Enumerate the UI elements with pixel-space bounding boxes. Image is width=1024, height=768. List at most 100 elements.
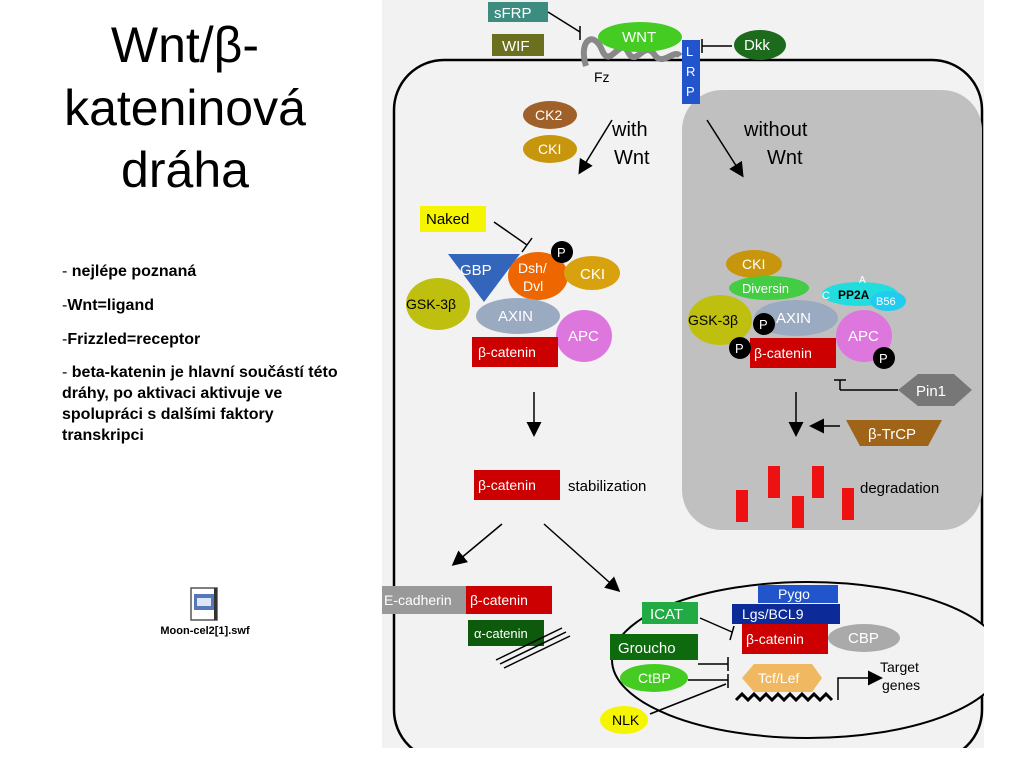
- axin-without-protein: [754, 300, 838, 336]
- beta-catenin-junction-box: [466, 586, 552, 614]
- target-genes-label-2: genes: [882, 677, 920, 693]
- degraded-fragment: [812, 466, 824, 498]
- wnt-pathway-diagram: sFRP WIF Fz WNT L R P Dkk CK2 CKI with W…: [382, 0, 1005, 762]
- apc-protein: [556, 310, 612, 362]
- ck2-label: CK2: [535, 107, 562, 123]
- dna-strand: [734, 691, 834, 703]
- cki-label: CKI: [538, 141, 561, 157]
- ctbp-label: CtBP: [638, 670, 671, 686]
- degraded-fragment: [842, 488, 854, 520]
- groucho-label: Groucho: [618, 640, 676, 657]
- pin1-label: Pin1: [916, 383, 946, 400]
- without-wnt-label-1: without: [743, 119, 808, 141]
- apc-label: APC: [568, 328, 599, 345]
- dkk-label: Dkk: [744, 37, 770, 54]
- file-name[interactable]: Moon-cel2[1].swf: [160, 625, 250, 637]
- alpha-catenin-box: [468, 620, 544, 646]
- beta-catenin-box: [472, 337, 558, 367]
- frizzled-receptor: [580, 36, 683, 67]
- pp2a-a-label: A: [859, 275, 866, 286]
- icat-box: [642, 602, 698, 624]
- ctbp-protein: [620, 664, 688, 692]
- tcf-lef-label: Tcf/Lef: [758, 670, 799, 686]
- icat-label: ICAT: [650, 606, 683, 623]
- swf-file-icon[interactable]: [190, 587, 222, 621]
- b56-label: B56: [876, 296, 896, 308]
- cki2-protein: [564, 256, 620, 290]
- pp2a-c-label: C: [822, 290, 830, 302]
- wnt-label: WNT: [622, 29, 656, 46]
- p-label: P: [557, 245, 566, 260]
- stabilization-label: stabilization: [568, 478, 646, 495]
- lrp-l: L: [686, 44, 693, 59]
- phospho-p-1: [753, 313, 775, 335]
- apc-without-label: APC: [848, 328, 879, 345]
- beta-catenin-stable-box: [474, 470, 560, 500]
- p-label-3: P: [879, 351, 888, 366]
- lgs-label: Lgs/BCL9: [742, 606, 804, 622]
- tcf-lef-protein: [742, 664, 822, 692]
- gsk-protein: [406, 278, 470, 330]
- dsh-label-2: Dvl: [523, 278, 543, 294]
- with-wnt-label-2: Wnt: [614, 147, 650, 169]
- degraded-fragment: [768, 466, 780, 498]
- e-cadherin-label: E-cadherin: [384, 592, 452, 608]
- lrp-r: R: [686, 64, 695, 79]
- alpha-catenin-label: α-catenin: [474, 626, 528, 641]
- fz-label: Fz: [594, 69, 610, 85]
- degraded-fragment: [792, 496, 804, 528]
- groucho-box: [610, 634, 698, 660]
- gsk-without-protein: [688, 295, 752, 345]
- cki-without-label: CKI: [742, 256, 765, 272]
- axin-without-label: AXIN: [776, 310, 811, 327]
- cki2-label: CKI: [580, 266, 605, 283]
- lrp-p: P: [686, 84, 695, 99]
- target-genes-label-1: Target: [880, 659, 919, 675]
- p-label-1: P: [759, 317, 768, 332]
- diversin-protein: [729, 276, 809, 300]
- beta-catenin-without-box: [750, 338, 836, 368]
- dkk-protein: [734, 30, 786, 60]
- bullet-item: - beta-katenin je hlavní součástí této d…: [62, 364, 338, 444]
- phospho-p-3: [873, 347, 895, 369]
- beta-catenin-without-label: β-catenin: [754, 345, 812, 361]
- gbp-label: GBP: [460, 262, 492, 279]
- dsh-protein: [508, 252, 568, 300]
- page-title: Wnt/β- kateninová dráha: [20, 14, 350, 202]
- dsh-label-1: Dsh/: [518, 260, 547, 276]
- btrcp-protein: [846, 420, 942, 446]
- wnt-ligand: [598, 22, 682, 52]
- sfrp-box: [488, 2, 548, 22]
- beta-catenin-nucleus-box: [742, 624, 828, 654]
- gsk-without-label: GSK-3β: [688, 312, 738, 328]
- ck2-protein: [523, 101, 577, 129]
- btrcp-label: β-TrCP: [868, 426, 916, 443]
- with-wnt-label-1: with: [611, 119, 648, 141]
- b56-protein: [870, 291, 906, 311]
- beta-catenin-stable-label: β-catenin: [478, 477, 536, 493]
- e-cadherin-box: [382, 586, 466, 614]
- gbp-protein: [448, 254, 520, 302]
- bullet-item: - nejlépe poznaná: [62, 263, 197, 280]
- title-line-2: kateninová: [64, 79, 306, 136]
- cbp-protein: [828, 624, 900, 652]
- cbp-label: CBP: [848, 630, 879, 647]
- pygo-box: [758, 585, 838, 603]
- wif-label: WIF: [502, 38, 530, 55]
- lgs-box: [732, 604, 840, 624]
- degradation-label: degradation: [860, 480, 939, 497]
- bullet-item: -Frizzled=receptor: [62, 330, 201, 348]
- axin-label: AXIN: [498, 308, 533, 325]
- lrp-receptor: [682, 40, 700, 104]
- cki-protein: [523, 135, 577, 163]
- pin1-protein: [898, 374, 972, 406]
- pp2a-label: PP2A: [838, 288, 870, 302]
- naked-box: [420, 206, 486, 232]
- diversin-label: Diversin: [742, 281, 789, 296]
- title-line-1: Wnt/β-: [110, 17, 260, 73]
- title-line-3: dráha: [121, 142, 249, 198]
- beta-catenin-junction-label: β-catenin: [470, 592, 528, 608]
- nlk-protein: [600, 706, 648, 734]
- without-wnt-label-2: Wnt: [767, 147, 803, 169]
- axin-protein: [476, 298, 560, 334]
